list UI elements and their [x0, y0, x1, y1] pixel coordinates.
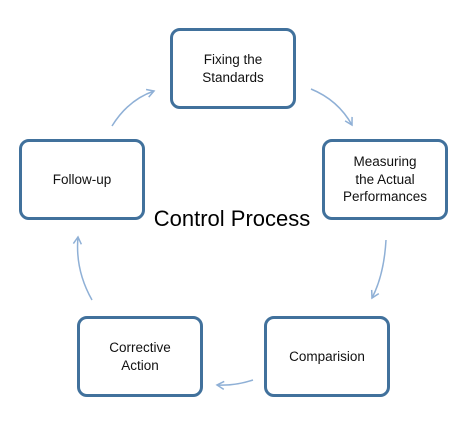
diagram-title: Control Process	[153, 206, 311, 231]
node-corrective-action: Corrective Action	[77, 316, 203, 397]
arrow-measuring-to-comparision	[370, 239, 387, 300]
node-label: Follow-up	[52, 171, 112, 187]
node-label: Measuring the Actual Performances	[342, 154, 428, 205]
node-fixing-the-standards: Fixing the Standards	[170, 28, 296, 109]
arrow-followup-to-fixing	[111, 88, 156, 127]
arrow-fixing-to-measuring	[310, 88, 353, 127]
node-label: Fixing the Standards	[202, 51, 264, 85]
node-follow-up: Follow-up	[19, 139, 145, 220]
node-comparision: Comparision	[264, 316, 390, 397]
arrow-comparision-to-corrective	[215, 379, 254, 391]
arrow-corrective-to-followup	[72, 235, 93, 301]
node-measuring-performances: Measuring the Actual Performances	[322, 139, 448, 220]
node-label: Comparision	[289, 348, 365, 364]
node-label: Corrective Action	[109, 339, 171, 373]
